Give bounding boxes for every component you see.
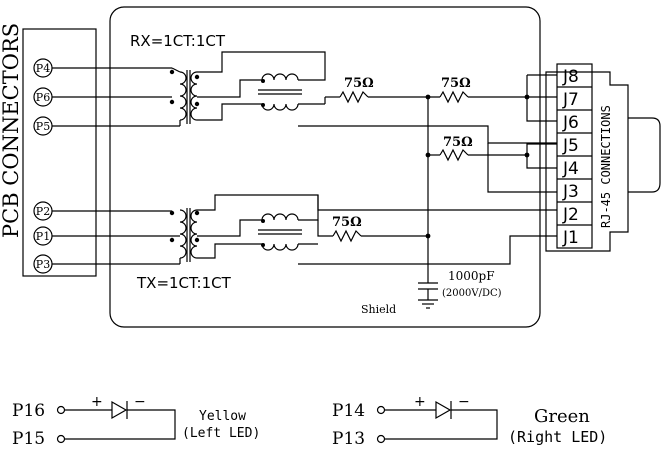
rj45-connections-label: RJ-45 CONNECTIONS (599, 105, 613, 228)
junction-dot (425, 233, 431, 239)
led-left: P16 P15 + − Yellow (Left LED) (12, 394, 260, 449)
common-bus (361, 97, 429, 283)
led-left-color: Yellow (199, 409, 246, 424)
led-left-diode-icon (111, 400, 128, 420)
led-right-desc: (Right LED) (508, 428, 607, 446)
pcb-pin-p5: P5 (36, 120, 50, 133)
rj45-pin-j8: J8 (562, 67, 579, 87)
pcb-pin-p6: P6 (36, 91, 50, 104)
rj45-connector-body (545, 71, 629, 252)
led-right-pin-b: P13 (332, 429, 365, 449)
rj45-pin-j1: J1 (562, 228, 579, 248)
pcb-pin-p3: P3 (36, 258, 50, 271)
led-left-plus: + (91, 394, 103, 410)
rj45-pin-j2: J2 (562, 205, 579, 225)
rx-transformer (169, 69, 200, 124)
resistor-r3-label: 75Ω (443, 135, 473, 150)
pcb-connector-box (22, 28, 97, 277)
rj45-pin-j4: J4 (562, 159, 579, 179)
junction-dot (524, 94, 530, 100)
led-right-minus: − (458, 394, 470, 410)
rj45-pin-j6: J6 (562, 113, 579, 133)
pcb-pin-p2: P2 (36, 205, 50, 218)
capacitor-and-ground (418, 282, 438, 309)
led-right-color: Green (534, 406, 590, 427)
resistor-r2 (439, 90, 469, 104)
rj45-latch (628, 117, 661, 193)
resistor-r2-label: 75Ω (441, 76, 471, 91)
led-left-desc: (Left LED) (182, 426, 260, 441)
resistor-r1-label: 75Ω (344, 76, 374, 91)
junction-dot (425, 152, 431, 158)
junction-dot (524, 152, 530, 158)
led-right-pin-a: P14 (332, 401, 365, 421)
junction-dot (425, 94, 431, 100)
rj45-pin-j5: J5 (562, 136, 579, 156)
led-right-diode-icon (435, 400, 452, 420)
rj45-pin-j3: J3 (562, 182, 579, 202)
led-left-minus: − (134, 394, 146, 410)
shield-label: Shield (361, 303, 396, 316)
rx-choke (258, 73, 302, 111)
pcb-pin-p4: P4 (36, 62, 50, 75)
pcb-connectors-label: PCB CONNECTORS (0, 23, 23, 238)
resistor-r3 (439, 148, 469, 162)
led-left-pin-a: P16 (12, 401, 45, 421)
rj45-pin-j7: J7 (562, 90, 579, 110)
led-left-pin-b: P15 (12, 429, 45, 449)
module-outline (109, 6, 541, 328)
resistor-r4 (332, 229, 362, 243)
tx-wires (52, 194, 557, 265)
tx-ratio-label: TX=1CT:1CT (136, 274, 232, 292)
led-right-plus: + (414, 394, 426, 410)
rx-ratio-label: RX=1CT:1CT (130, 32, 226, 50)
capacitor-rating: (2000V/DC) (442, 288, 502, 299)
resistor-r4-label: 75Ω (332, 215, 362, 230)
led-right: P14 P13 + − Green (Right LED) (332, 394, 607, 449)
tx-transformer (169, 208, 200, 262)
rx-wires (52, 51, 557, 193)
tx-choke (258, 213, 302, 251)
resistor-r1 (339, 90, 369, 104)
pcb-pin-p1: P1 (36, 230, 50, 243)
capacitor-value: 1000pF (448, 269, 495, 283)
